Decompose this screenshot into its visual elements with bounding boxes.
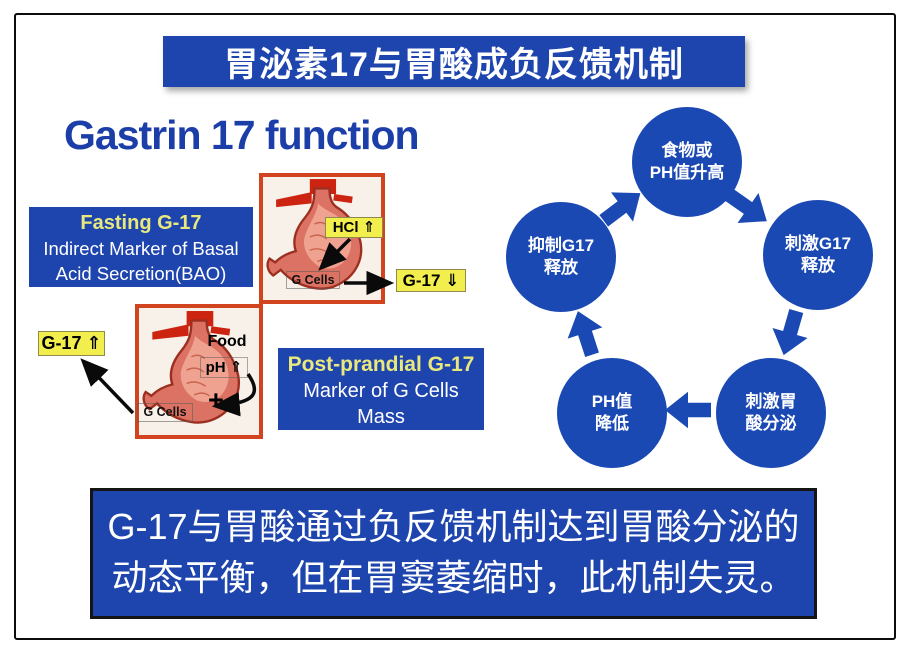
slide-title: 胃泌素17与胃酸成负反馈机制 — [224, 46, 684, 84]
hcl-up-label: HCl ⇑ — [325, 217, 383, 238]
cycle-node-ph-drop: PH值 降低 — [557, 358, 667, 468]
gcells-label-1: G Cells — [286, 271, 340, 289]
postprandial-g17-box: Post-prandial G-17 Marker of G Cells Mas… — [278, 348, 484, 430]
postprandial-g17-title: Post-prandial G-17 — [287, 353, 475, 376]
fasting-g17-line2: Acid Secretion(BAO) — [55, 263, 227, 284]
cycle-node-stimulate-g17: 刺激G17 释放 — [763, 200, 873, 310]
conclusion-banner: G-17与胃酸通过负反馈机制达到胃酸分泌的 动态平衡，但在胃窦萎缩时，此机制失灵… — [90, 488, 817, 619]
cycle-node-text: 刺激胃 — [745, 391, 797, 411]
postprandial-g17-line2: Mass — [357, 406, 405, 428]
g17-up-label: G-17 ⇑ — [38, 331, 105, 356]
cycle-node-text: 释放 — [544, 258, 578, 277]
fasting-g17-line1: Indirect Marker of Basal — [43, 238, 239, 259]
cycle-node-text: 酸分泌 — [745, 414, 797, 433]
section-title: Gastrin 17 function — [64, 112, 420, 158]
ph-up-label: pH ⇑ — [200, 357, 248, 378]
fasting-g17-box: Fasting G-17 Indirect Marker of Basal Ac… — [29, 207, 253, 287]
cycle-node-inhibit-g17: 抑制G17 释放 — [506, 202, 616, 312]
g17-down-label: G-17 ⇓ — [396, 269, 466, 292]
food-label: Food — [207, 333, 247, 350]
cycle-node-text: 食物或 — [661, 140, 713, 160]
cycle-node-text: PH值升高 — [649, 163, 725, 182]
gcells-label-2: G Cells — [137, 403, 193, 422]
plus-sign: + — [208, 385, 224, 415]
cycle-node-text: 降低 — [595, 414, 629, 433]
cycle-node-stimulate-acid: 刺激胃 酸分泌 — [716, 358, 826, 468]
postprandial-g17-line1: Marker of G Cells — [303, 380, 459, 402]
conclusion-line2: 动态平衡，但在胃窦萎缩时，此机制失灵。 — [111, 557, 796, 598]
cycle-node-food-ph-rise: 食物或 PH值升高 — [632, 107, 742, 217]
cycle-node-text: PH值 — [591, 391, 633, 411]
fasting-g17-title: Fasting G-17 — [80, 212, 202, 234]
cycle-node-text: 刺激G17 — [784, 233, 852, 253]
cycle-node-text: 抑制G17 — [527, 235, 595, 255]
title-banner: 胃泌素17与胃酸成负反馈机制 — [163, 36, 745, 87]
cycle-node-text: 释放 — [801, 256, 835, 275]
conclusion-line1: G-17与胃酸通过负反馈机制达到胃酸分泌的 — [107, 506, 800, 547]
